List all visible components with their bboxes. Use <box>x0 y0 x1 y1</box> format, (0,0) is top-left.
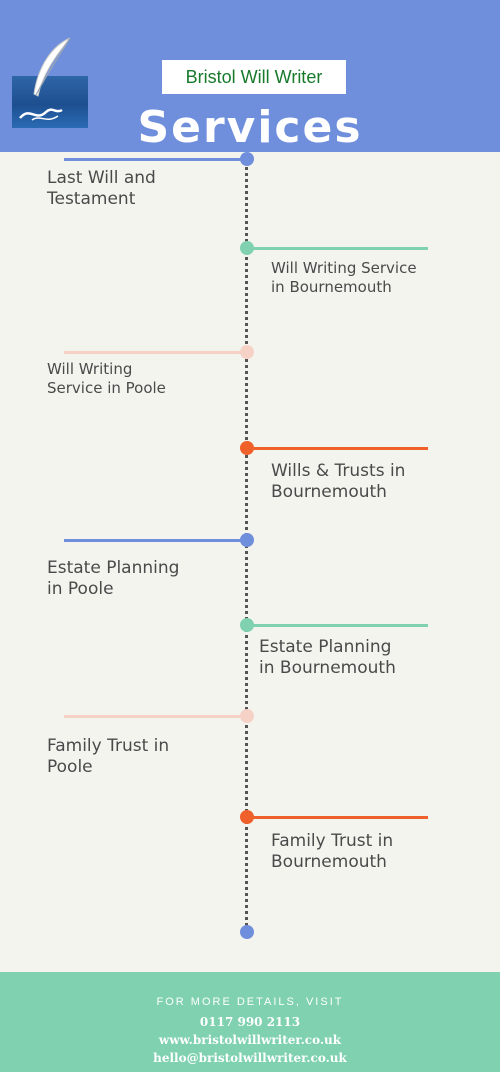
footer-website-link[interactable]: www.bristolwillwriter.co.uk <box>158 1033 342 1047</box>
service-label-line: in Bournemouth <box>259 658 396 678</box>
header-banner: Bristol Will Writer Services <box>0 0 500 153</box>
brand-box: Bristol Will Writer <box>162 60 346 94</box>
timeline-dot <box>240 533 254 547</box>
service-label-line: in Poole <box>47 579 114 599</box>
page-title: Services <box>137 102 363 153</box>
service-label-line: in Bournemouth <box>271 278 392 296</box>
timeline-connector <box>64 715 246 718</box>
timeline-connector <box>246 247 428 250</box>
timeline-dot <box>240 618 254 632</box>
timeline-connector <box>246 624 428 627</box>
service-label-line: Estate Planning <box>47 558 180 578</box>
timeline-end-dot <box>240 925 254 939</box>
brand-name: Bristol Will Writer <box>185 66 323 87</box>
timeline-connector <box>64 351 246 354</box>
service-label-line: Wills & Trusts in <box>271 461 406 481</box>
footer-phone[interactable]: 0117 990 2113 <box>199 1015 301 1029</box>
timeline-connector <box>64 158 246 161</box>
timeline-connector <box>246 816 428 819</box>
service-label-line: Testament <box>47 189 136 209</box>
service-label-line: Poole <box>47 757 93 777</box>
quill-logo <box>12 37 88 128</box>
service-label-line: Bournemouth <box>271 852 387 872</box>
service-label-line: Will Writing <box>47 360 133 378</box>
timeline-dot <box>240 152 254 166</box>
timeline-dot <box>240 345 254 359</box>
footer-visit-text: FOR MORE DETAILS, VISIT <box>156 996 344 1008</box>
timeline-connector <box>246 447 428 450</box>
service-label-line: Bournemouth <box>271 482 387 502</box>
quill-icon <box>19 37 71 121</box>
timeline-dot <box>240 709 254 723</box>
service-label-line: Service in Poole <box>47 379 166 397</box>
timeline-dot <box>240 241 254 255</box>
service-label-line: Last Will and <box>47 168 156 188</box>
service-label-line: Estate Planning <box>259 637 392 657</box>
footer: FOR MORE DETAILS, VISIT 0117 990 2113 ww… <box>0 972 500 1072</box>
timeline-dot <box>240 441 254 455</box>
service-label-line: Family Trust in <box>47 736 170 756</box>
footer-email-link[interactable]: hello@bristolwillwriter.co.uk <box>153 1051 347 1065</box>
service-label-line: Family Trust in <box>271 831 394 851</box>
timeline-connector <box>64 539 246 542</box>
timeline-dot <box>240 810 254 824</box>
service-label-line: Will Writing Service <box>271 259 417 277</box>
